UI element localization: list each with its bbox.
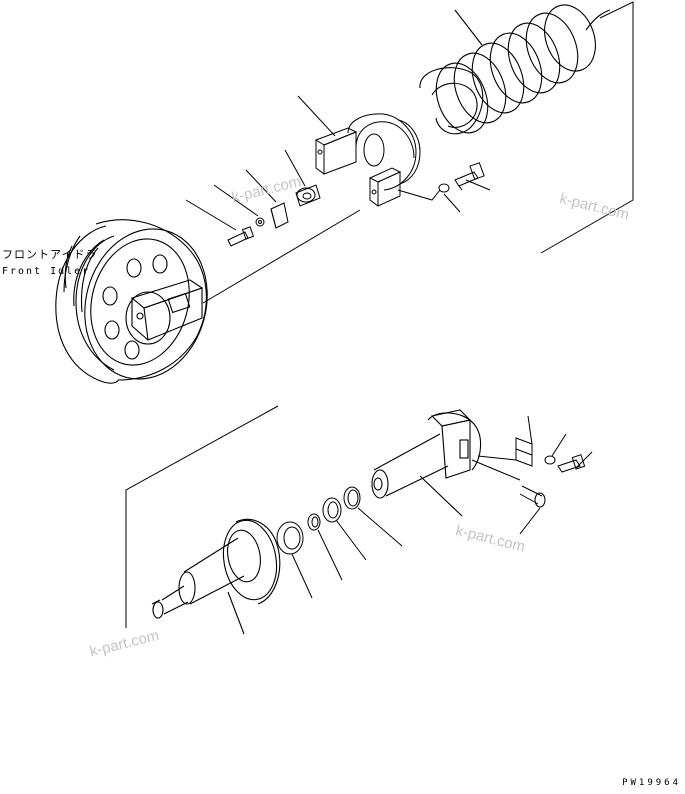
part-name-en: Front Idler <box>2 266 91 277</box>
snap-ring <box>307 513 343 581</box>
part-name-jp: フロントアイドラ <box>2 248 98 261</box>
seal-ring-small <box>343 486 403 547</box>
cylinder-rod <box>151 518 281 635</box>
yoke-block <box>297 95 421 207</box>
seal-ring-large <box>276 521 313 599</box>
frame-line-lower <box>125 405 279 628</box>
recoil-spring <box>419 4 611 135</box>
small-parts-upper <box>185 149 321 247</box>
front-idler-wheel <box>55 219 208 384</box>
bolt-upper-right <box>397 162 491 213</box>
drawing-code: PW19964 <box>622 778 681 788</box>
seal-ring-mid <box>322 497 367 561</box>
small-parts-lower <box>471 415 593 535</box>
piston-yoke <box>371 409 482 517</box>
frame-line-upper <box>202 1 634 304</box>
